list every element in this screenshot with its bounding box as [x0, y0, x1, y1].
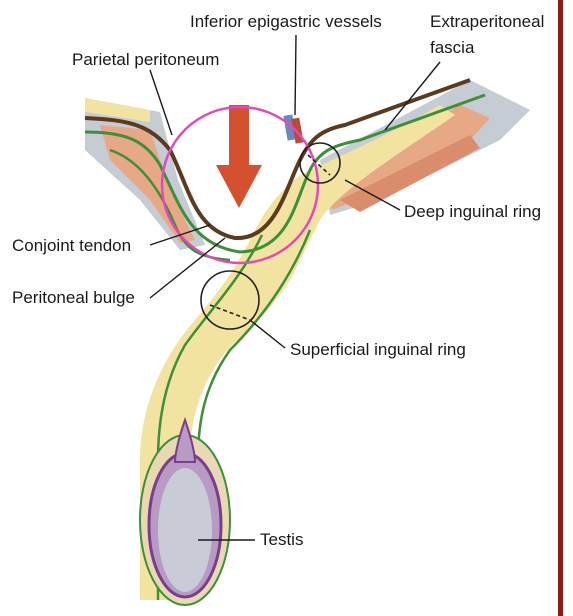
left-muscle	[100, 125, 195, 243]
label-conjoint-tendon: Conjoint tendon	[12, 236, 131, 256]
label-superficial-inguinal-ring: Superficial inguinal ring	[290, 340, 466, 360]
label-extraperitoneal-2: fascia	[430, 38, 474, 58]
label-deep-inguinal-ring: Deep inguinal ring	[404, 202, 541, 222]
leader-superficial-ring	[250, 320, 285, 348]
label-peritoneal-bulge: Peritoneal bulge	[12, 288, 135, 308]
label-inferior-epigastric-vessels: Inferior epigastric vessels	[190, 12, 382, 32]
label-testis: Testis	[260, 530, 303, 550]
frame-border	[558, 0, 563, 616]
label-extraperitoneal-1: Extraperitoneal	[430, 12, 544, 32]
right-wall-layers	[320, 80, 530, 215]
label-parietal-peritoneum: Parietal peritoneum	[72, 50, 219, 70]
leader-epigastric	[295, 35, 296, 115]
testis-inner	[158, 468, 212, 592]
hernia-arrow	[216, 105, 262, 208]
